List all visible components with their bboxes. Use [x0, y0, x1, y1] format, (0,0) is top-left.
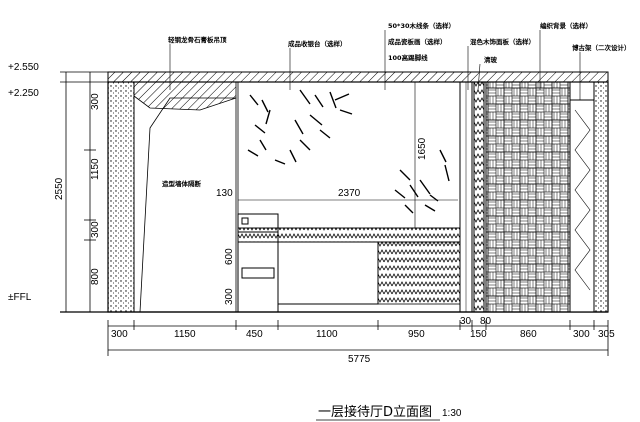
- drawing-scale: 1:30: [442, 408, 462, 419]
- zigzag-lower: [377, 241, 461, 305]
- vdim-300-top: 300: [90, 93, 101, 110]
- level-2550: +2.550: [8, 62, 39, 73]
- hdim-1100: 1100: [316, 329, 338, 340]
- hdim-total: 5775: [348, 354, 371, 365]
- bottom-dim-ticks: [107, 320, 609, 356]
- label-glass: 清玻: [484, 55, 498, 64]
- hdim-80: 80: [480, 316, 492, 327]
- label-wood-strip: 50*30木线条（选样）: [388, 21, 455, 30]
- label-ceiling: 轻钢龙骨石膏板吊顶: [168, 35, 227, 44]
- level-2250: +2.250: [8, 88, 39, 99]
- hdim-450: 450: [246, 329, 263, 340]
- weave-panel: [485, 81, 571, 313]
- hdim-30: 30: [460, 316, 472, 327]
- vdim-600: 600: [224, 248, 235, 265]
- left-dim-ticks: [60, 71, 108, 313]
- zigzag-band: [237, 227, 461, 243]
- vdim-800: 800: [90, 268, 101, 285]
- label-veneer: 混色木饰面板（选样）: [470, 37, 535, 46]
- vdim-1150: 1150: [90, 158, 101, 180]
- ceiling-band: [107, 71, 609, 83]
- hdim-860: 860: [520, 329, 537, 340]
- level-ffl: ±FFL: [8, 292, 32, 303]
- label-skirting: 100高踢脚线: [388, 53, 428, 62]
- hdim-300-b: 300: [573, 329, 590, 340]
- branch-art: [247, 89, 450, 214]
- label-weave: 编织背景（选样）: [540, 21, 592, 30]
- right-column: [593, 81, 609, 313]
- hdim-1150: 1150: [174, 329, 196, 340]
- cabinet-panel: [241, 267, 275, 279]
- vdim-300-low: 300: [224, 288, 235, 305]
- vdim-300-mid: 300: [90, 221, 101, 238]
- counter: [277, 241, 379, 305]
- hdim-150: 150: [470, 329, 487, 340]
- label-wood-panel: 成品瓷板画（选样）: [388, 37, 447, 46]
- label-cabinet: 博古架（二次设计）: [572, 43, 631, 52]
- hdim-950: 950: [408, 329, 425, 340]
- label-wall-art: 造型墙体隔断: [162, 179, 202, 188]
- glass-strip-2: [473, 81, 485, 313]
- leader-glass: [477, 63, 481, 91]
- dim-2370: 2370: [338, 188, 361, 199]
- hdim-305: 305: [598, 329, 615, 340]
- label-shelf: 成品收银台（选样）: [288, 39, 347, 48]
- display-cabinet: [569, 99, 595, 313]
- hdim-300-a: 300: [111, 329, 128, 340]
- cabinet-zigzag: [574, 109, 591, 291]
- vdim-2550: 2550: [54, 177, 65, 200]
- vdim-130: 130: [216, 188, 233, 199]
- wall-partition: [139, 97, 237, 313]
- ceiling-soffit: [133, 81, 237, 111]
- dim-1650: 1650: [417, 137, 428, 160]
- left-column: [107, 81, 135, 313]
- cabinet-handle: [241, 217, 249, 225]
- drawing-title: 一层接待厅D立面图: [318, 404, 432, 420]
